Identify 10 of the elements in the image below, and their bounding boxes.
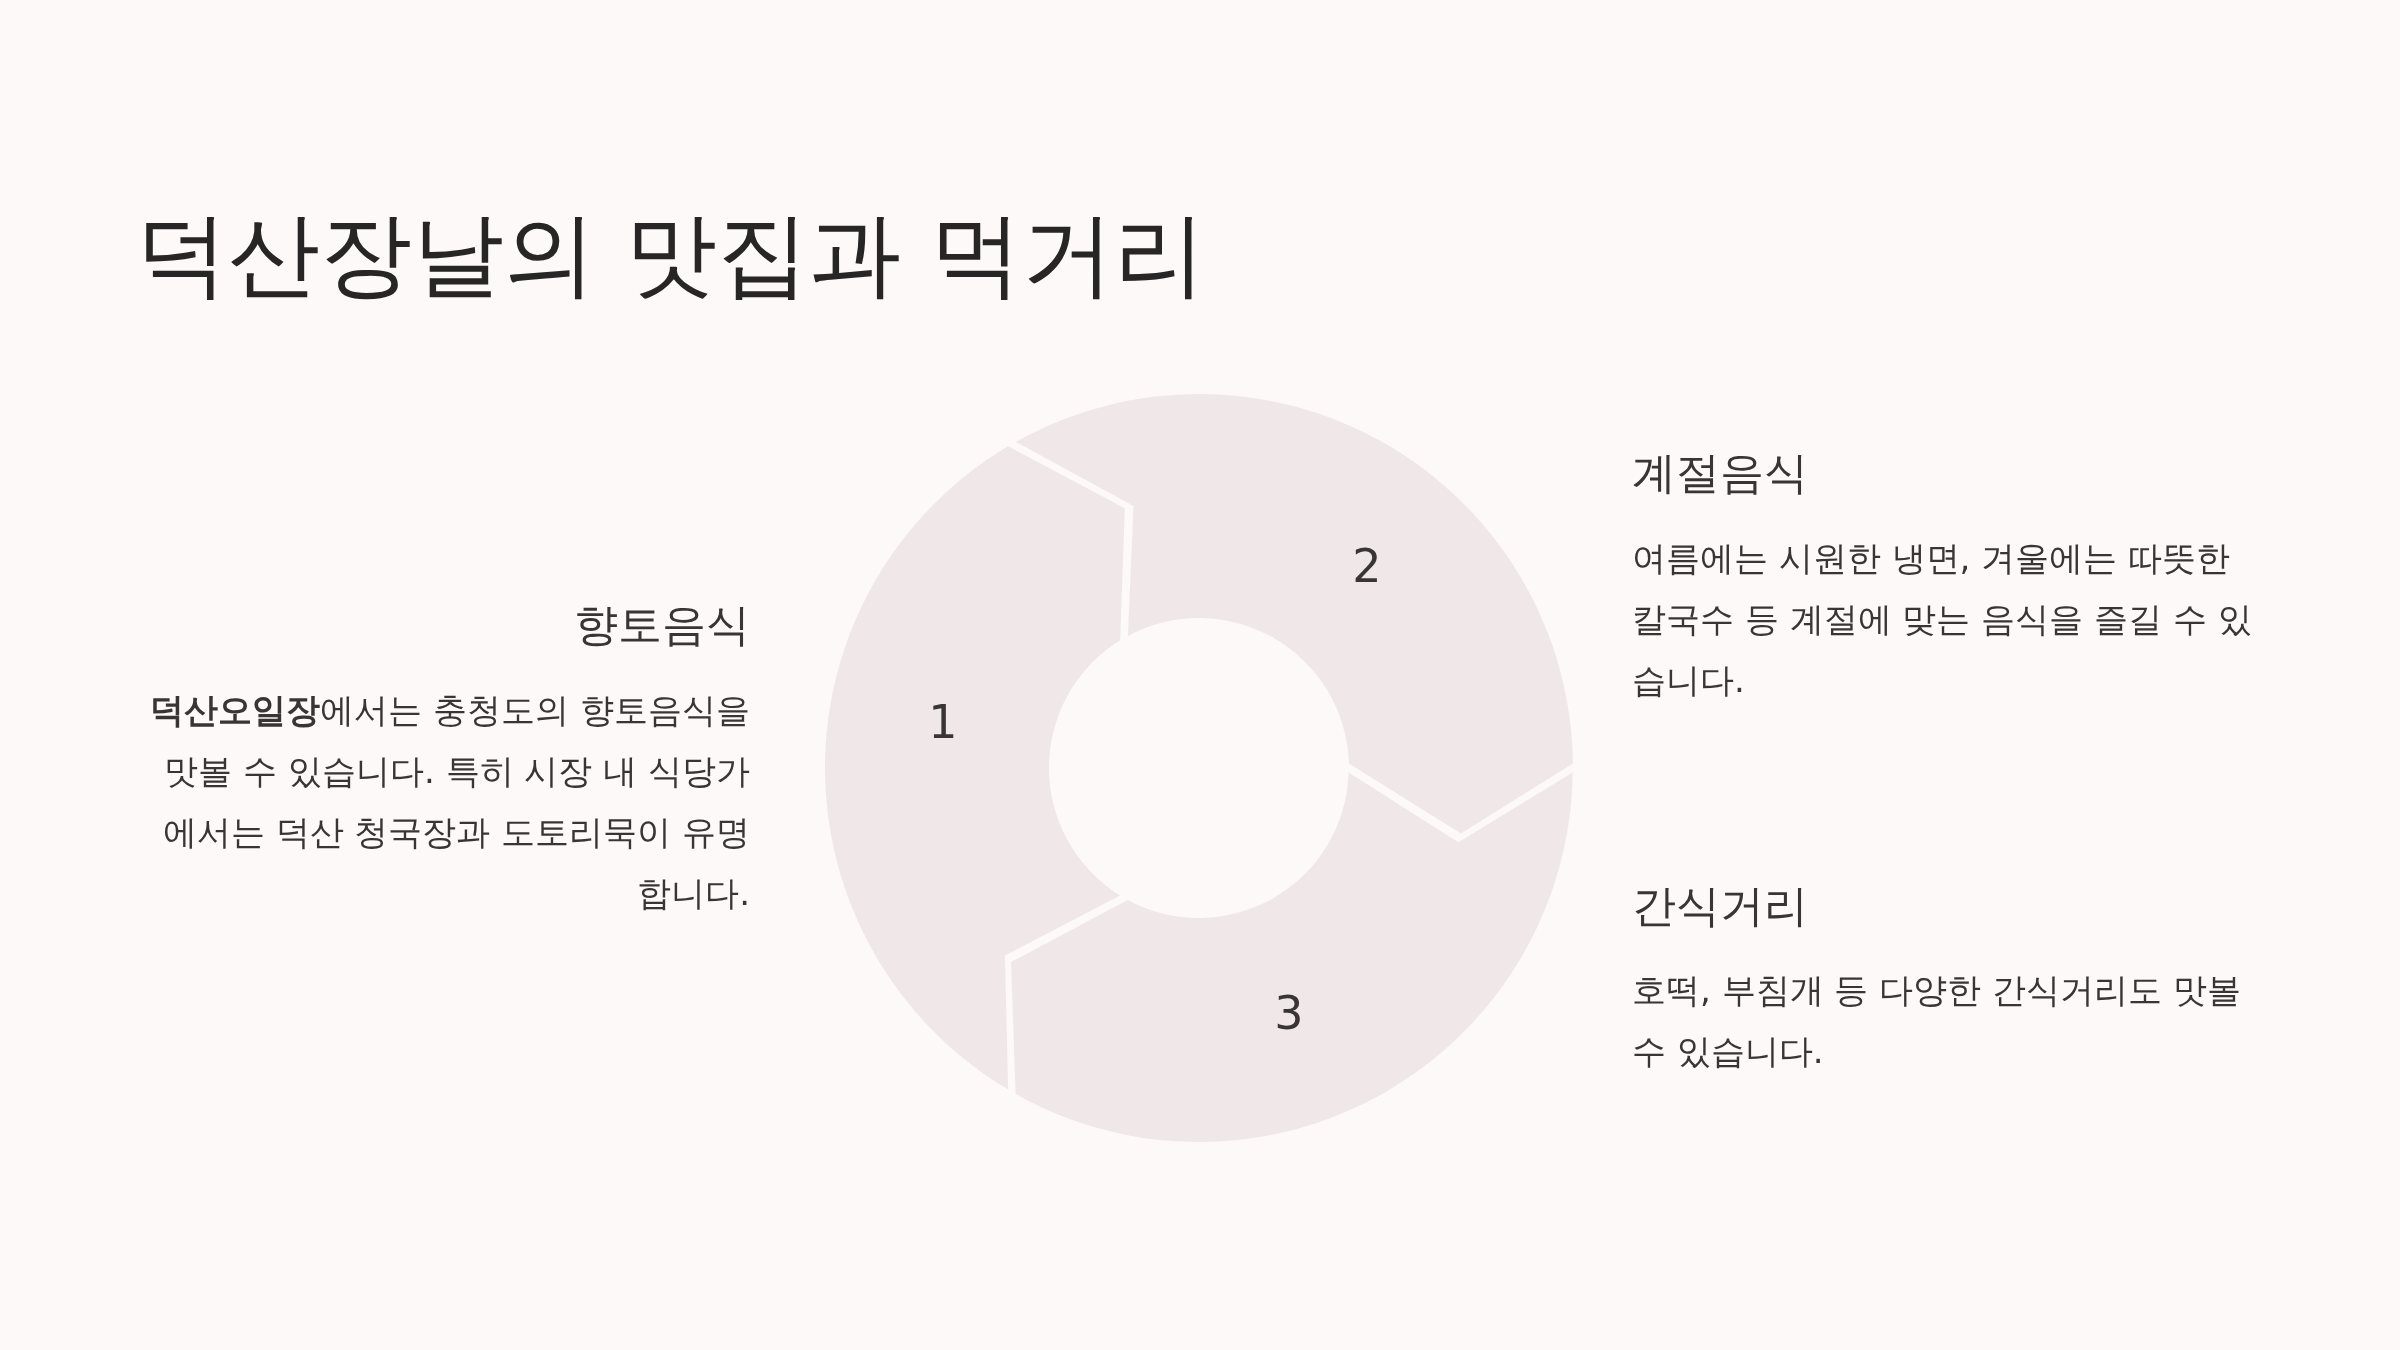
step-number: 1	[928, 699, 958, 745]
description-text: 덕산오일장에서는 충청도의 향토음식을 맛볼 수 있습니다. 특히 시장 내 식당가에서는 덕산 청국장과 도토리묵이 유명합니다.	[149, 689, 750, 915]
description-text: 여름에는 시원한 냉면, 겨울에는 따뜻한 칼국수 등 계절에 맞는 음식을 즐길 수 있습니다.	[1632, 537, 2253, 702]
step-number: 2	[1352, 543, 1382, 589]
slide-title: 덕산장날의 맛집과 먹거리	[136, 200, 1207, 310]
step-number: 3	[1274, 990, 1304, 1036]
section-heading: 향토음식	[573, 598, 750, 652]
section-heading: 계절음식	[1632, 446, 1809, 500]
description-text: 호떡, 부침개 등 다양한 간식거리도 맛볼 수 있습니다.	[1632, 969, 2242, 1073]
section-heading: 간식거리	[1632, 879, 1809, 933]
